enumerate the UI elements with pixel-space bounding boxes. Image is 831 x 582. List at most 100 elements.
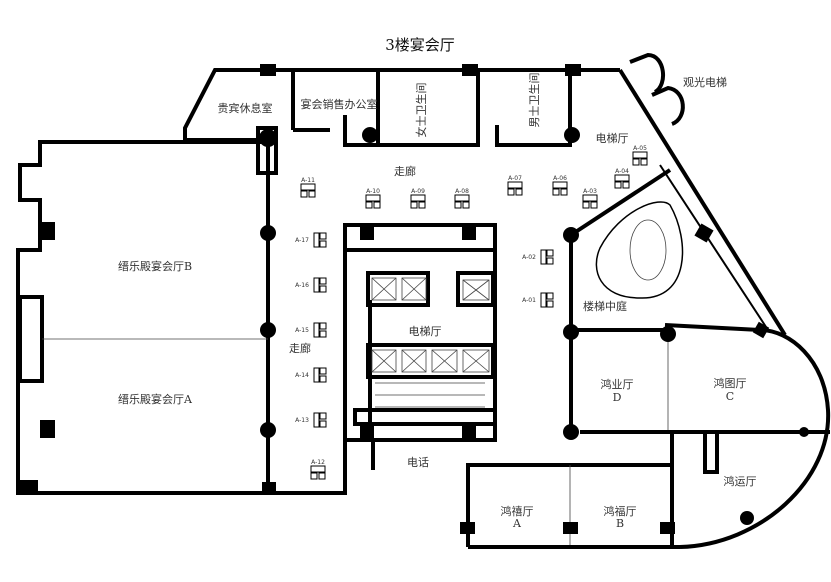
- booth-desk: [546, 292, 554, 300]
- booth-desk: [546, 300, 554, 308]
- room-womens-restroom: 女士卫生间: [414, 83, 428, 138]
- booth-label: A-17: [295, 237, 309, 244]
- room-elevator-lobby-east: 电梯厅: [596, 132, 629, 145]
- booth-desk: [614, 181, 622, 189]
- booth[interactable]: A-12: [310, 459, 326, 480]
- booth-label: A-03: [583, 188, 597, 195]
- booth[interactable]: A-09: [410, 188, 426, 209]
- columns: [18, 64, 809, 534]
- booth-label: A-15: [295, 327, 309, 334]
- booth-desk: [410, 201, 418, 209]
- booth[interactable]: A-13: [295, 412, 327, 428]
- room-hongtu-letter: C: [726, 390, 734, 403]
- booth[interactable]: A-15: [295, 322, 327, 338]
- booth-desk: [454, 201, 462, 209]
- booth-label: A-05: [633, 145, 647, 152]
- booth-desk: [418, 201, 426, 209]
- booth-desk: [313, 277, 320, 293]
- booth-desk: [590, 201, 598, 209]
- booth-desk: [582, 194, 598, 202]
- booth-label: A-10: [366, 188, 380, 195]
- room-elevator-lobby-core: 电梯厅: [409, 325, 442, 338]
- booth-desk: [507, 188, 515, 196]
- room-hongyun: 鸿运厅: [724, 474, 757, 488]
- room-hongfu: 鸿福厅: [604, 504, 637, 518]
- room-mens-restroom: 男士卫生间: [527, 73, 541, 128]
- booth-desk: [319, 375, 327, 383]
- room-hall-b: 缙乐殿宴会厅B: [118, 259, 192, 273]
- booth[interactable]: A-16: [295, 277, 327, 293]
- booth-desk: [313, 367, 320, 383]
- booth[interactable]: A-06: [552, 175, 568, 196]
- booth-desk: [319, 322, 327, 330]
- booth-desk: [552, 181, 568, 189]
- booth-desk: [319, 232, 327, 240]
- booth-desk: [313, 412, 320, 428]
- booth-label: A-02: [522, 254, 536, 261]
- booth-desk: [319, 367, 327, 375]
- room-sales-office: 宴会销售办公室: [301, 97, 378, 111]
- booth-desk: [300, 190, 308, 198]
- booth-desk: [454, 194, 470, 202]
- booth-label: A-07: [508, 175, 522, 182]
- booth-desk: [319, 412, 327, 420]
- booth-desk: [546, 249, 554, 257]
- booth-desk: [632, 151, 648, 159]
- booth-desk: [632, 158, 640, 166]
- booth-desk: [313, 232, 320, 248]
- room-corridor-west: 走廊: [289, 341, 311, 355]
- booth-label: A-12: [311, 459, 325, 466]
- booth-desk: [319, 285, 327, 293]
- room-labels: 贵宾休息室 宴会销售办公室 女士卫生间 男士卫生间 走廊 电梯厅 观光电梯 缙乐…: [118, 73, 757, 531]
- booth-label: A-16: [295, 282, 309, 289]
- booth-desk: [614, 174, 630, 182]
- elevator-cars: [371, 277, 490, 373]
- walls: [16, 68, 831, 549]
- booth[interactable]: A-10: [365, 188, 381, 209]
- booth-desk: [515, 188, 523, 196]
- booth[interactable]: A-04: [614, 168, 630, 189]
- booth-desk: [622, 181, 630, 189]
- room-hall-a: 缙乐殿宴会厅A: [118, 392, 193, 406]
- booth-desk: [582, 201, 590, 209]
- booth-label: A-11: [301, 177, 315, 184]
- room-sightseeing-elevator: 观光电梯: [683, 75, 727, 89]
- booth-desk: [373, 201, 381, 209]
- floor-title: 3楼宴会厅: [385, 36, 455, 54]
- booth-desk: [310, 465, 326, 473]
- booth[interactable]: A-01: [522, 292, 554, 308]
- booth-desk: [546, 257, 554, 265]
- booth[interactable]: A-02: [522, 249, 554, 265]
- booth-desk: [365, 201, 373, 209]
- booth-desk: [308, 190, 316, 198]
- booth-label: A-04: [615, 168, 629, 175]
- booth[interactable]: A-14: [295, 367, 327, 383]
- room-hongye: 鸿业厅: [601, 377, 634, 391]
- booth-label: A-01: [522, 297, 536, 304]
- booth-desk: [319, 420, 327, 428]
- booth-desk: [300, 183, 316, 191]
- booth-desk: [462, 201, 470, 209]
- booth-desk: [560, 188, 568, 196]
- booth-desk: [507, 181, 523, 189]
- stairs: [375, 201, 684, 408]
- booth[interactable]: A-05: [632, 145, 648, 166]
- booth[interactable]: A-07: [507, 175, 523, 196]
- booth[interactable]: A-11: [300, 177, 316, 198]
- room-hongye-letter: D: [613, 391, 622, 404]
- booth[interactable]: A-03: [582, 188, 598, 209]
- booths: A-01 A-02 A-03 A-04 A-05A-06 A-07A-08 A-09 A-10…: [295, 145, 648, 480]
- booth-desk: [552, 188, 560, 196]
- room-hongtu: 鸿图厅: [714, 376, 747, 390]
- booth-desk: [540, 292, 547, 308]
- booth-label: A-13: [295, 417, 309, 424]
- booth[interactable]: A-17: [295, 232, 327, 248]
- booth-label: A-09: [411, 188, 425, 195]
- booth-desk: [313, 322, 320, 338]
- booth-desk: [319, 330, 327, 338]
- booth-desk: [319, 240, 327, 248]
- room-hongfu-letter: B: [616, 517, 624, 530]
- booth[interactable]: A-08: [454, 188, 470, 209]
- room-hongxi: 鸿禧厅: [501, 504, 534, 518]
- booth-desk: [310, 472, 318, 480]
